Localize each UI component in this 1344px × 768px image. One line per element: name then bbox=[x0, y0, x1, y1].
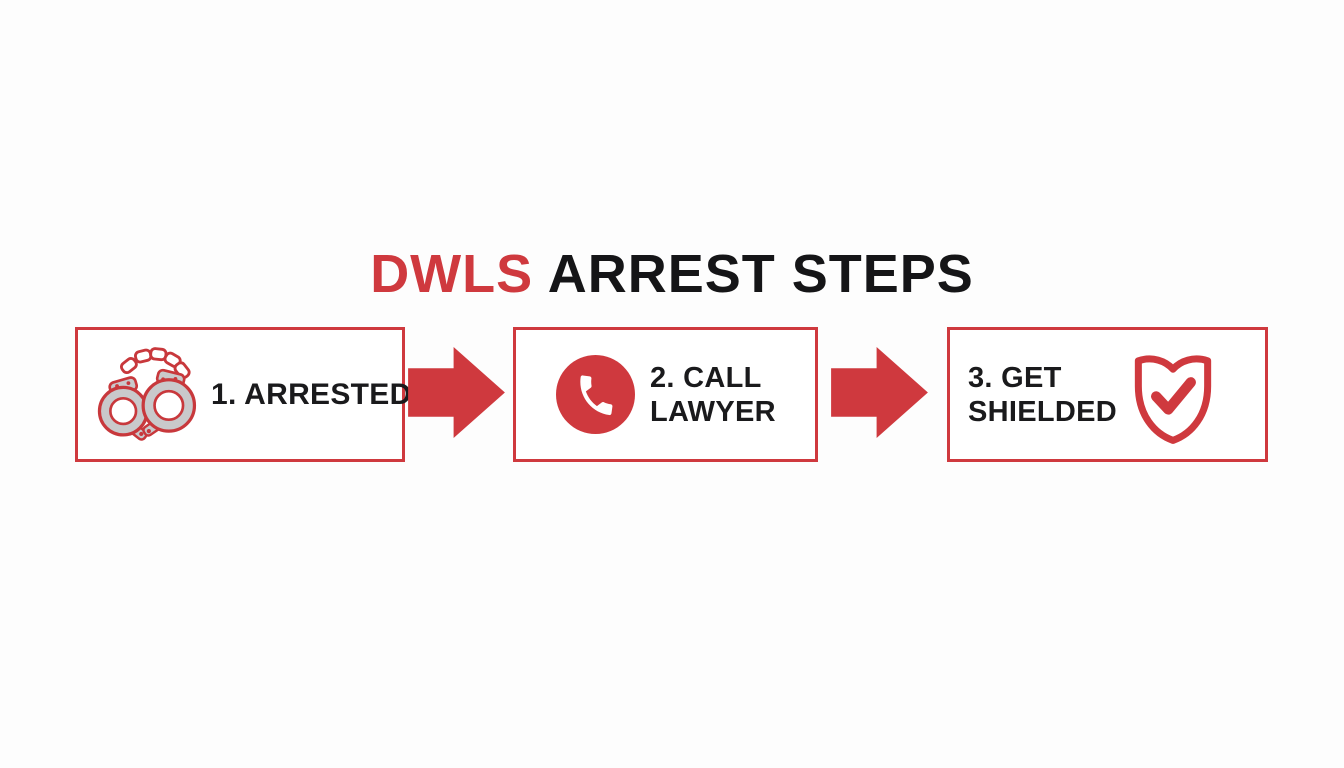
title-highlight: DWLS bbox=[370, 244, 534, 305]
phone-icon bbox=[556, 355, 635, 434]
title-rest: ARREST STEPS bbox=[547, 244, 974, 305]
step-label-line: 2. CALL bbox=[650, 361, 762, 394]
step-label-arrested: 1. ARRESTED bbox=[211, 378, 412, 412]
arrow-right-icon bbox=[408, 347, 505, 438]
step-label-call-lawyer: 2. CALL LAWYER bbox=[650, 361, 776, 429]
step-label-line: SHIELDED bbox=[968, 395, 1118, 428]
step-box-get-shielded: 3. GET SHIELDED bbox=[947, 327, 1268, 462]
shield-check-icon bbox=[1126, 343, 1220, 446]
step-label-line: 1. ARRESTED bbox=[211, 377, 412, 411]
handcuffs-icon bbox=[89, 343, 203, 447]
step-label-line: LAWYER bbox=[650, 395, 776, 428]
step-box-call-lawyer: 2. CALL LAWYER bbox=[513, 327, 818, 462]
step-box-arrested: 1. ARRESTED bbox=[75, 327, 411, 462]
step-label-get-shielded: 3. GET SHIELDED bbox=[968, 361, 1117, 429]
arrow-right-icon bbox=[831, 347, 928, 438]
step-label-line: 3. GET bbox=[968, 361, 1062, 394]
